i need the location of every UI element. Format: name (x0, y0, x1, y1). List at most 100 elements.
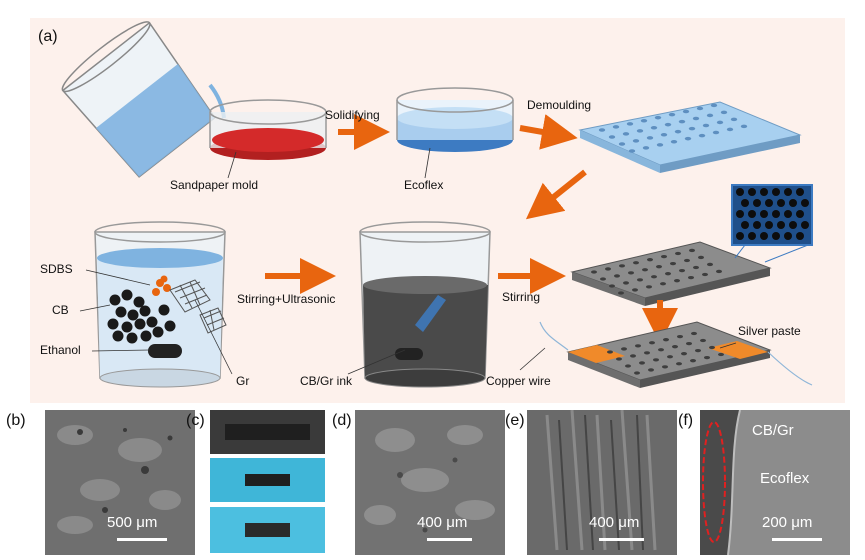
pore (628, 149, 636, 153)
pore (646, 136, 654, 140)
particle (772, 210, 780, 218)
pore (686, 341, 692, 346)
photo-c-middle (210, 458, 325, 502)
pore (649, 341, 655, 345)
micrograph-e: 400 μm (527, 410, 677, 555)
device-pores (607, 331, 724, 375)
micrograph-b: 500 μm (45, 410, 195, 555)
final-device (539, 321, 813, 388)
panel-label-d: (d) (332, 412, 352, 429)
pore (622, 132, 630, 136)
micrograph-d: 400 μm (355, 410, 505, 555)
pore (716, 269, 722, 274)
pore (706, 113, 714, 118)
pore (692, 116, 700, 121)
pore (679, 268, 685, 273)
particle (126, 332, 138, 344)
particle (801, 221, 809, 229)
particle (741, 199, 749, 207)
pore (640, 119, 648, 123)
sandpaper-mold-dish (209, 99, 327, 160)
particle (789, 221, 797, 229)
pore (658, 348, 664, 352)
label-demoulding: Demoulding (527, 98, 592, 112)
pore (696, 106, 704, 111)
pore (663, 338, 669, 342)
label-sandpaper-mold: Sandpaper mold (170, 178, 259, 192)
pore (740, 124, 748, 129)
particle (146, 316, 158, 328)
scale-bar-e (599, 538, 644, 541)
pore (707, 262, 713, 267)
pore (678, 119, 686, 124)
pore (667, 355, 673, 359)
pore (660, 282, 666, 286)
pore (647, 258, 653, 262)
pore (605, 267, 611, 271)
pore (609, 284, 615, 288)
pore (682, 109, 690, 114)
label-gr: Gr (236, 374, 250, 388)
arrow-demoulding (519, 114, 578, 150)
particle (796, 232, 804, 240)
pore (642, 146, 650, 150)
pore (612, 125, 620, 129)
pore (653, 358, 659, 362)
pore (670, 261, 676, 266)
pore (704, 355, 710, 360)
pore (642, 268, 648, 272)
pore (636, 129, 644, 133)
pore (684, 136, 692, 141)
pore (726, 127, 734, 132)
pore (698, 255, 704, 260)
pore (630, 354, 636, 358)
label-silver-paste: Silver paste (738, 324, 801, 338)
panel-label-f: (f) (678, 412, 694, 429)
particle (748, 210, 756, 218)
label-ecoflex: Ecoflex (404, 178, 444, 192)
pore (670, 140, 678, 144)
label-cb: CB (52, 303, 69, 317)
pore (618, 291, 624, 295)
particle (139, 305, 151, 317)
scale-label-d: 400 μm (417, 514, 468, 531)
pore (674, 279, 680, 283)
particle (784, 232, 792, 240)
pore (646, 285, 652, 289)
particle (772, 232, 780, 240)
pore (674, 129, 682, 134)
particle (158, 304, 170, 316)
scale-bar-f (772, 538, 822, 541)
label-solidifying: Solidifying (325, 108, 380, 122)
pore (625, 364, 631, 368)
particle (760, 232, 768, 240)
pore (668, 112, 676, 117)
label-copper-wire: Copper wire (486, 374, 551, 388)
pore (720, 110, 728, 115)
pore (664, 122, 672, 127)
sdbs-particles (152, 275, 171, 296)
particle (748, 232, 756, 240)
pore (712, 130, 720, 135)
particle (789, 199, 797, 207)
particle (736, 188, 744, 196)
label-stirring: Stirring (502, 290, 541, 304)
pore (633, 261, 639, 265)
photo-c-bottom (210, 507, 325, 553)
particle (777, 221, 785, 229)
particle (140, 330, 152, 342)
gray-porous-sheet (570, 241, 772, 306)
pore (616, 357, 622, 361)
pore (660, 133, 668, 137)
pore (675, 251, 681, 256)
particle (784, 210, 792, 218)
pore (676, 362, 682, 366)
particle (107, 318, 119, 330)
pore (693, 265, 699, 270)
panel-label-b: (b) (6, 412, 26, 429)
scale-label-e: 400 μm (589, 514, 640, 531)
pore (623, 281, 629, 285)
blue-sheet-pores (598, 103, 748, 153)
particle (753, 199, 761, 207)
